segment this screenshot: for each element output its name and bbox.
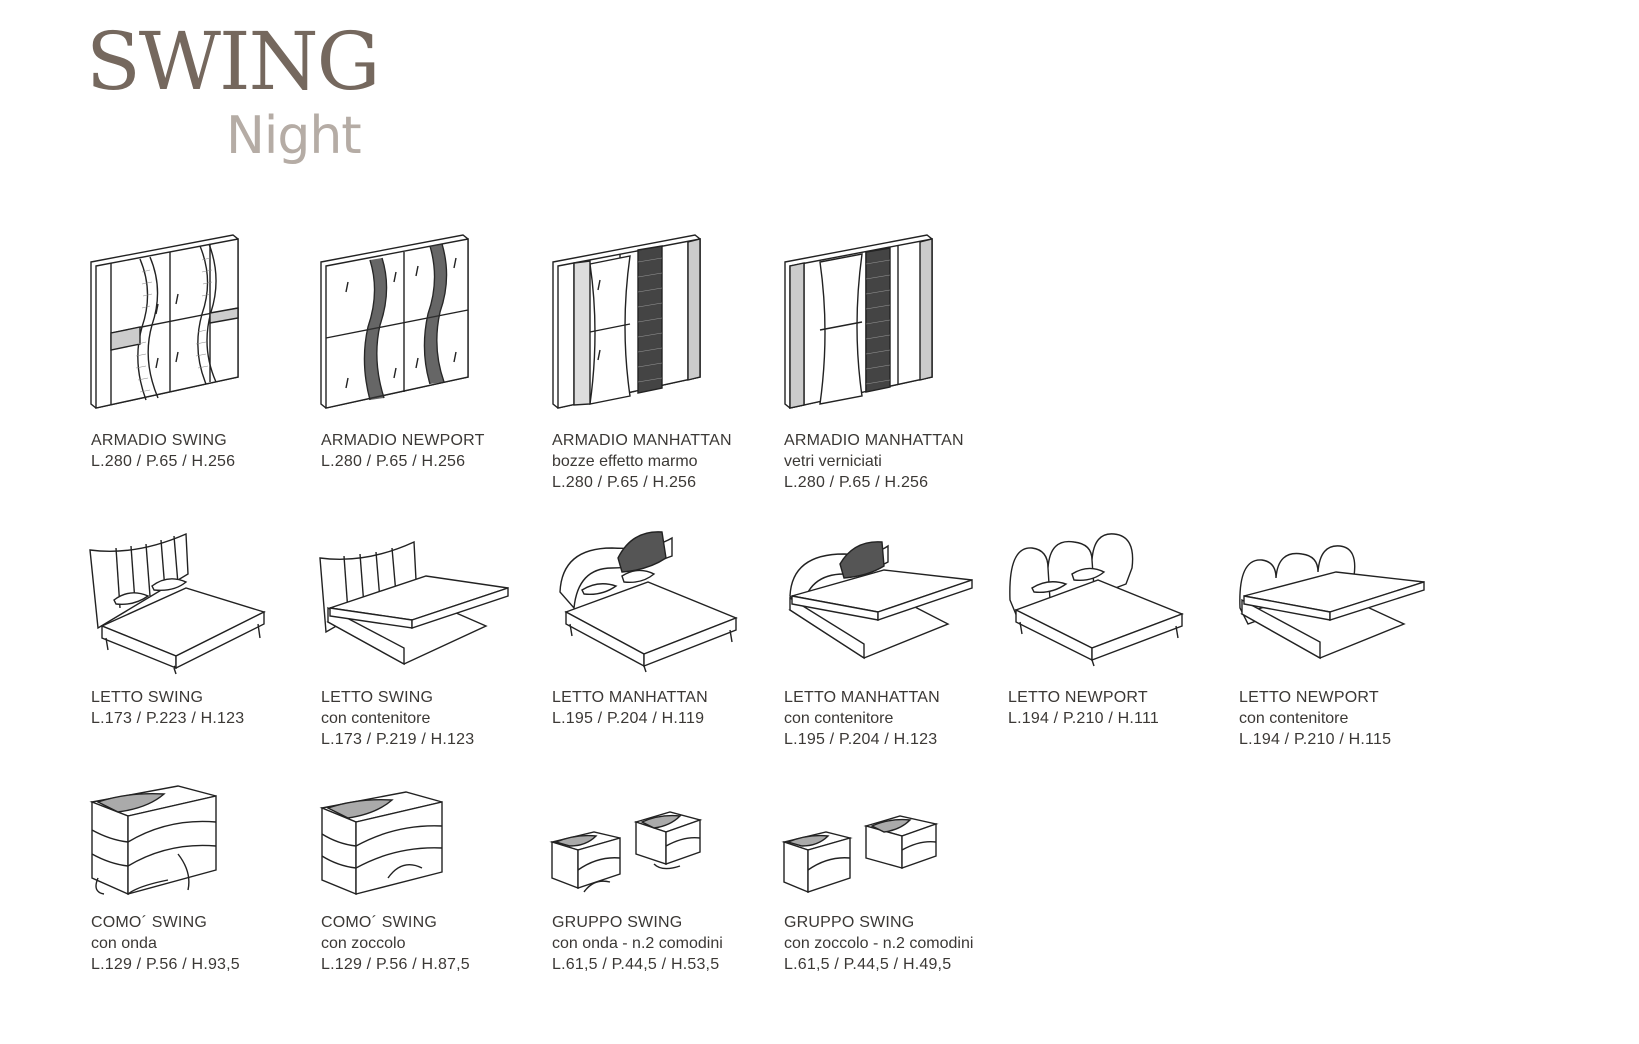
caption-wardrobe-manhattan: ARMADIO MANHATTAN bozze effetto marmo L.…	[552, 430, 732, 493]
product-dimensions: L.195 / P.204 / H.119	[552, 710, 705, 727]
product-name: LETTO SWING	[91, 689, 204, 706]
product-name: COMO´ SWING	[321, 914, 437, 931]
product-dimensions: L.280 / P.65 / H.256	[552, 474, 697, 491]
product-dimensions: L.173 / P.223 / H.123	[91, 710, 245, 727]
product-name: GRUPPO SWING	[552, 914, 683, 931]
caption-bed-manhattan: LETTO MANHATTAN L.195 / P.204 / H.119	[552, 687, 708, 729]
product-dimensions: L.173 / P.219 / H.123	[321, 731, 475, 748]
product-name: ARMADIO NEWPORT	[321, 432, 485, 449]
wardrobe-manhattan-icon	[550, 232, 702, 410]
product-note: con contenitore	[784, 710, 894, 727]
brand-title: SWING	[86, 15, 381, 108]
product-dimensions: L.61,5 / P.44,5 / H.53,5	[552, 956, 720, 973]
caption-nightstands-plinth: GRUPPO SWING con zoccolo - n.2 comodini …	[784, 912, 973, 975]
caption-dresser-plinth: COMO´ SWING con zoccolo L.129 / P.56 / H…	[321, 912, 470, 975]
product-note: con contenitore	[321, 710, 431, 727]
bed-swing-icon	[86, 526, 271, 672]
wardrobe-manhattan-glass-icon	[782, 232, 934, 410]
dresser-plinth-icon	[318, 788, 446, 896]
product-note: bozze effetto marmo	[552, 453, 698, 470]
caption-bed-newport-storage: LETTO NEWPORT con contenitore L.194 / P.…	[1239, 687, 1391, 750]
caption-bed-manhattan-storage: LETTO MANHATTAN con contenitore L.195 / …	[784, 687, 940, 750]
product-name: ARMADIO MANHATTAN	[784, 432, 964, 449]
product-dimensions: L.195 / P.204 / H.123	[784, 731, 938, 748]
bed-newport-storage-icon	[1236, 542, 1428, 664]
product-note: con contenitore	[1239, 710, 1349, 727]
brand-subtitle: Night	[226, 106, 362, 166]
caption-bed-swing: LETTO SWING L.173 / P.223 / H.123	[91, 687, 244, 729]
wardrobe-swing-icon	[88, 232, 240, 410]
product-dimensions: L.129 / P.56 / H.87,5	[321, 956, 470, 973]
dresser-wave-icon	[88, 782, 220, 896]
product-name: COMO´ SWING	[91, 914, 207, 931]
caption-bed-newport: LETTO NEWPORT L.194 / P.210 / H.111	[1008, 687, 1159, 729]
product-name: LETTO MANHATTAN	[552, 689, 708, 706]
product-dimensions: L.61,5 / P.44,5 / H.49,5	[784, 956, 952, 973]
caption-nightstands-wave: GRUPPO SWING con onda - n.2 comodini L.6…	[552, 912, 723, 975]
product-dimensions: L.129 / P.56 / H.93,5	[91, 956, 240, 973]
bed-swing-storage-icon	[316, 536, 512, 668]
product-note: vetri verniciati	[784, 453, 882, 470]
product-note: con onda	[91, 935, 157, 952]
caption-bed-swing-storage: LETTO SWING con contenitore L.173 / P.21…	[321, 687, 474, 750]
product-name: LETTO NEWPORT	[1008, 689, 1148, 706]
product-name: ARMADIO SWING	[91, 432, 227, 449]
caption-wardrobe-swing: ARMADIO SWING L.280 / P.65 / H.256	[91, 430, 235, 472]
bed-newport-icon	[1006, 528, 1186, 664]
product-note: con zoccolo - n.2 comodini	[784, 935, 974, 952]
product-name: ARMADIO MANHATTAN	[552, 432, 732, 449]
caption-wardrobe-newport: ARMADIO NEWPORT L.280 / P.65 / H.256	[321, 430, 485, 472]
caption-dresser-wave: COMO´ SWING con onda L.129 / P.56 / H.93…	[91, 912, 240, 975]
product-name: LETTO NEWPORT	[1239, 689, 1379, 706]
nightstands-wave-icon	[550, 808, 720, 896]
bed-manhattan-icon	[552, 528, 742, 668]
product-note: con zoccolo	[321, 935, 406, 952]
wardrobe-newport-icon	[318, 232, 470, 410]
product-dimensions: L.280 / P.65 / H.256	[321, 453, 466, 470]
bed-manhattan-storage-icon	[784, 540, 976, 662]
product-name: GRUPPO SWING	[784, 914, 915, 931]
product-dimensions: L.194 / P.210 / H.115	[1239, 731, 1392, 748]
caption-wardrobe-manhattan-glass: ARMADIO MANHATTAN vetri verniciati L.280…	[784, 430, 964, 493]
product-dimensions: L.280 / P.65 / H.256	[91, 453, 236, 470]
product-dimensions: L.280 / P.65 / H.256	[784, 474, 929, 491]
product-dimensions: L.194 / P.210 / H.111	[1008, 710, 1159, 727]
product-name: LETTO SWING	[321, 689, 434, 706]
product-note: con onda - n.2 comodini	[552, 935, 723, 952]
nightstands-plinth-icon	[782, 812, 942, 896]
product-name: LETTO MANHATTAN	[784, 689, 940, 706]
